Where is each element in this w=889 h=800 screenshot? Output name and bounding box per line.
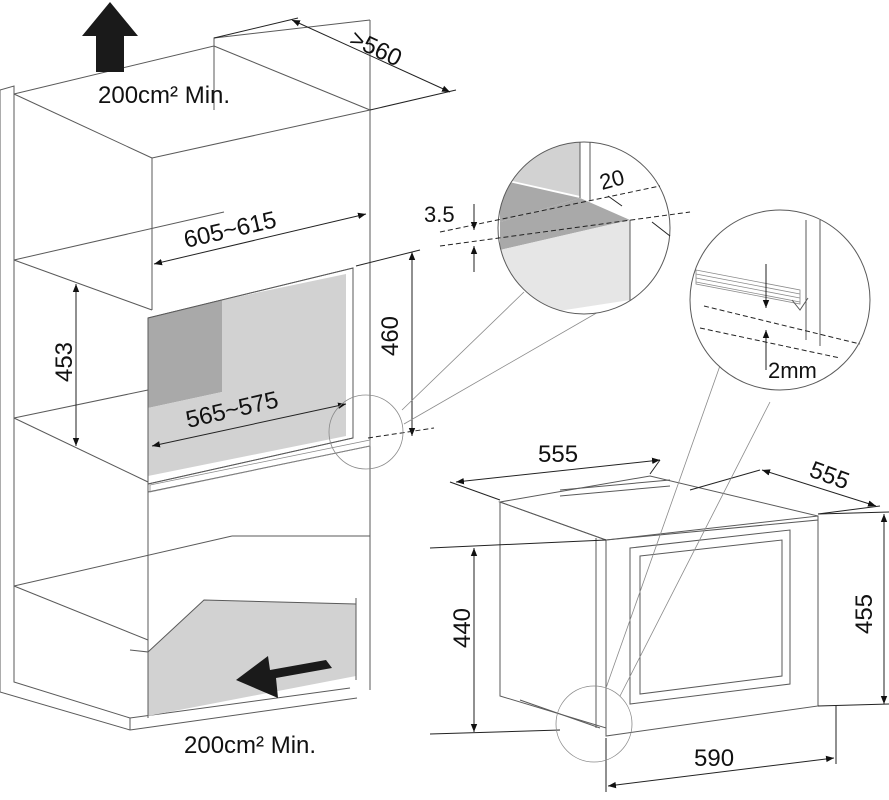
detail-marker-oven	[555, 685, 633, 763]
detail-view-top	[439, 141, 691, 315]
dim-oven-width	[449, 457, 661, 501]
dim-oven-front-width	[605, 706, 837, 792]
dim-niche-width	[151, 402, 347, 448]
oven-height-total-label: 455	[851, 594, 878, 634]
dim-opening-height	[355, 249, 435, 439]
airflow-up-arrow-icon	[82, 2, 138, 72]
detail-clearance-label: 2mm	[768, 358, 817, 383]
oven-height-front-label: 440	[449, 608, 476, 648]
detail-marker-cabinet	[328, 394, 404, 470]
vent-top-label: 200cm² Min.	[98, 82, 230, 109]
oven-drawing	[498, 475, 819, 737]
dim-oven-height-front	[429, 539, 607, 735]
airflow-in-arrow-icon	[236, 656, 332, 698]
cabinet-width-label: 605~615	[181, 206, 279, 253]
cabinet-depth-label: >560	[345, 25, 405, 72]
dim-oven-height-total	[817, 511, 889, 707]
detail-view-bottom	[689, 209, 871, 391]
vent-bottom-label: 200cm² Min.	[184, 732, 316, 759]
niche-height-label: 453	[51, 342, 78, 382]
dim-cabinet-depth	[213, 17, 457, 111]
detail-gap-label: 3.5	[424, 202, 455, 227]
oven-depth-label: 555	[806, 456, 853, 495]
dim-oven-depth	[689, 469, 881, 515]
oven-front-width-label: 590	[694, 745, 734, 772]
oven-width-label: 555	[538, 441, 578, 468]
opening-height-label: 460	[377, 316, 404, 356]
dim-cabinet-width	[153, 212, 367, 266]
